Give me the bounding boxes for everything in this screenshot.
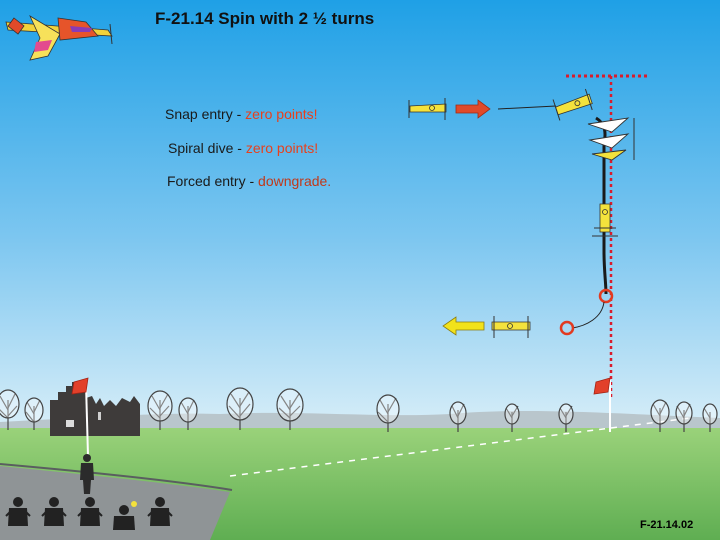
note-snap-entry: Snap entry - zero points! <box>165 106 318 122</box>
note-lead: Snap entry - <box>165 106 245 122</box>
note-spiral-dive: Spiral dive - zero points! <box>168 140 318 156</box>
note-lead: Forced entry - <box>167 173 258 189</box>
note-lead: Spiral dive - <box>168 140 246 156</box>
note-highlight: zero points! <box>245 106 317 122</box>
note-highlight: zero points! <box>246 140 318 156</box>
note-forced-entry: Forced entry - downgrade. <box>167 173 331 189</box>
page-title: F-21.14 Spin with 2 ½ turns <box>155 9 374 29</box>
note-highlight: downgrade. <box>258 173 331 189</box>
slide-reference: F-21.14.02 <box>640 519 693 531</box>
